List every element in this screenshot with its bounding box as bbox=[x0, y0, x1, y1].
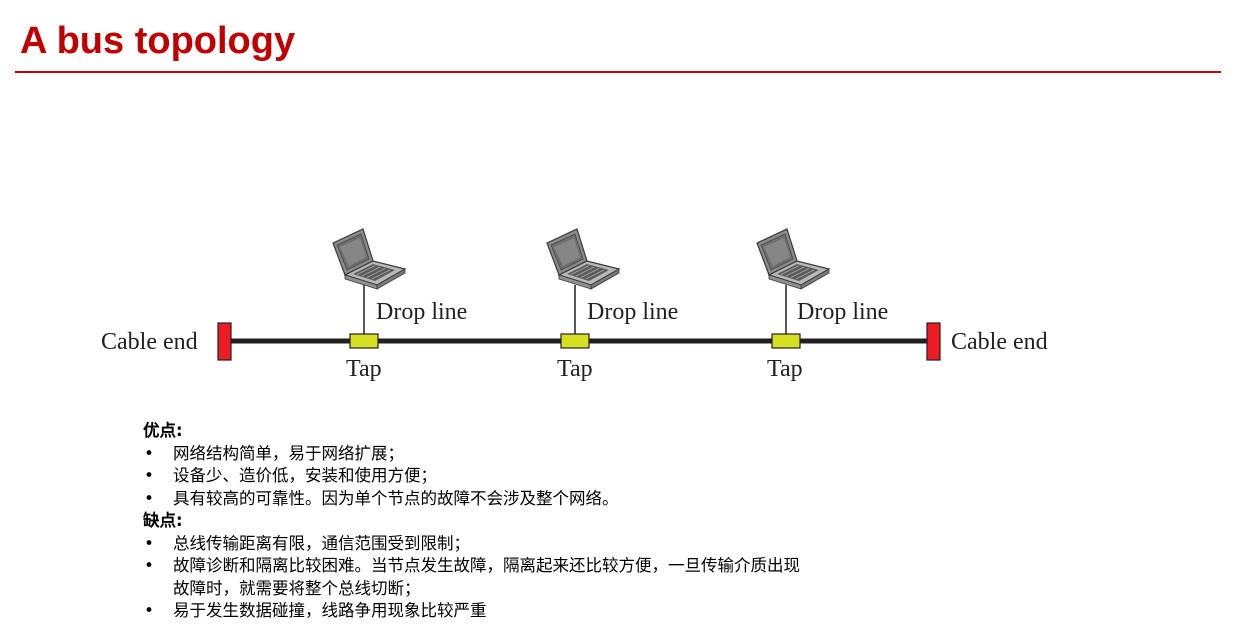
notes: 优点: • 网络结构简单，易于网络扩展； • 设备少、造价低，安装和使用方便； … bbox=[143, 420, 943, 623]
list-item: • 总线传输距离有限，通信范围受到限制； bbox=[143, 533, 943, 556]
list-item-text: 总线传输距离有限，通信范围受到限制； bbox=[173, 533, 470, 553]
tap bbox=[349, 333, 379, 349]
bullet: • bbox=[144, 466, 154, 485]
bullet: • bbox=[144, 533, 154, 553]
advantages-list: • 网络结构简单，易于网络扩展； • 设备少、造价低，安装和使用方便； • 具有… bbox=[143, 443, 943, 511]
laptop-icon bbox=[756, 228, 830, 290]
tap bbox=[771, 333, 801, 349]
laptop-icon bbox=[546, 228, 620, 290]
list-item-text: 设备少、造价低，安装和使用方便； bbox=[173, 466, 437, 485]
drop-line-label: Drop line bbox=[376, 299, 467, 325]
disadvantages-heading: 缺点: bbox=[143, 511, 183, 530]
node-2: Drop line Tap bbox=[546, 228, 678, 382]
list-item-text-continued: 故障时，就需要将整个总线切断； bbox=[173, 578, 421, 598]
right-cable-end bbox=[926, 322, 941, 361]
bullet: • bbox=[144, 488, 154, 508]
left-cable-end-label: Cable end bbox=[101, 329, 198, 355]
node-3: Drop line Tap bbox=[756, 228, 888, 382]
drop-line-label: Drop line bbox=[797, 299, 888, 325]
bullet: • bbox=[144, 556, 154, 575]
list-item: • 设备少、造价低，安装和使用方便； bbox=[143, 465, 943, 488]
title-rule bbox=[15, 71, 1221, 73]
tap-label: Tap bbox=[767, 356, 803, 382]
list-item-text: 具有较高的可靠性。因为单个节点的故障不会涉及整个网络。 bbox=[173, 488, 619, 508]
tap-label: Tap bbox=[557, 356, 593, 382]
list-item: • 网络结构简单，易于网络扩展； bbox=[143, 443, 943, 466]
list-item-text: 网络结构简单，易于网络扩展； bbox=[173, 443, 404, 463]
list-item: • 故障诊断和隔离比较困难。当节点发生故障，隔离起来还比较方便，一旦传输介质出现… bbox=[143, 555, 943, 600]
tap bbox=[560, 333, 590, 349]
right-cable-end-label: Cable end bbox=[951, 329, 1048, 355]
bullet: • bbox=[144, 601, 154, 620]
node-1: Drop line Tap bbox=[332, 228, 467, 382]
laptop-icon bbox=[332, 228, 406, 290]
page-title: A bus topology bbox=[20, 20, 296, 62]
tap-label: Tap bbox=[346, 356, 382, 382]
drop-line-label: Drop line bbox=[587, 299, 678, 325]
advantages-heading: 优点: bbox=[143, 421, 183, 440]
list-item: • 易于发生数据碰撞，线路争用现象比较严重 bbox=[143, 600, 943, 623]
list-item-text: 易于发生数据碰撞，线路争用现象比较严重 bbox=[173, 601, 487, 620]
disadvantages-list: • 总线传输距离有限，通信范围受到限制； • 故障诊断和隔离比较困难。当节点发生… bbox=[143, 533, 943, 623]
left-cable-end bbox=[217, 322, 232, 361]
list-item: • 具有较高的可靠性。因为单个节点的故障不会涉及整个网络。 bbox=[143, 488, 943, 511]
list-item-text: 故障诊断和隔离比较困难。当节点发生故障，隔离起来还比较方便，一旦传输介质出现 bbox=[173, 556, 800, 575]
bullet: • bbox=[144, 443, 154, 463]
